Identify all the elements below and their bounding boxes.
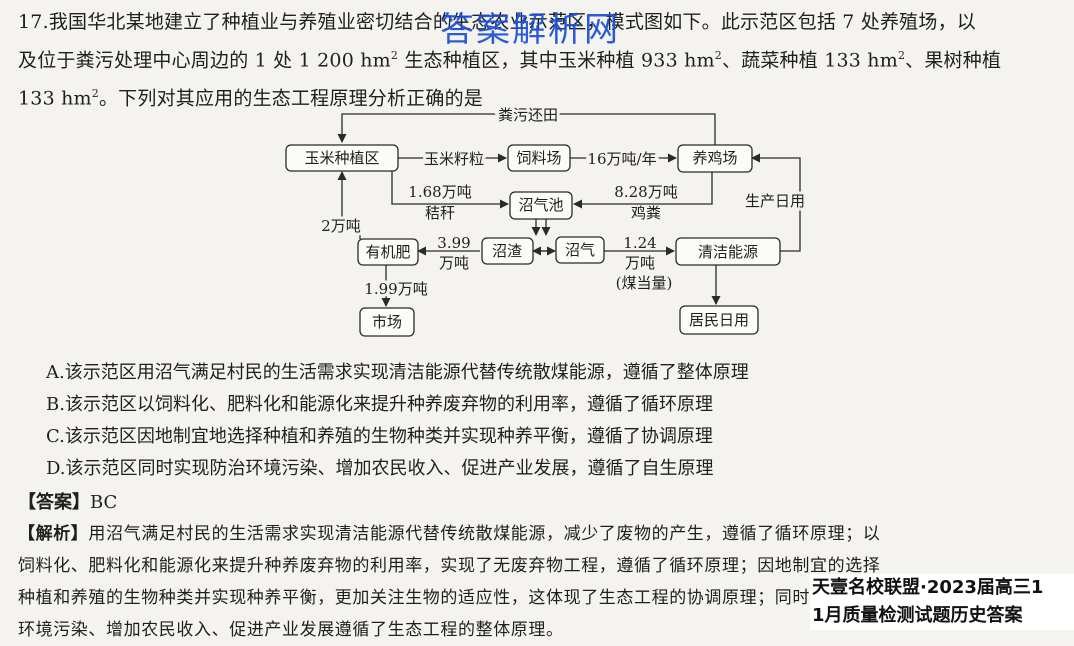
box-organic-fertilizer	[357, 238, 419, 266]
arrow-manure-return	[337, 113, 716, 145]
option-d: D.该示范区同时实现防治环境污染、增加农民收入、促进产业发展，遵循了自生原理	[46, 458, 714, 479]
flow-label-feed-amount: 16万吨/年	[587, 150, 656, 168]
stamp-line-2: 1月质量检测试题历史答案	[812, 605, 1023, 626]
label-chicken-farm: 养鸡场	[692, 149, 737, 167]
label-resident-use: 居民日用	[689, 311, 749, 329]
watermark-logo: 答案解析网	[440, 10, 620, 50]
explanation-line-4: 环境污染、增加农民收入、促进产业发展遵循了生态工程的整体原理。	[18, 620, 564, 640]
box-resident-use	[679, 305, 759, 335]
box-market	[359, 307, 415, 337]
flow-label-residue-unit: 万吨	[439, 254, 469, 272]
label-feed-farm: 饲料场	[516, 149, 561, 167]
explanation-line-3: 种植和养殖的生物种类并实现种养平衡，更加关注生物的适应性，这体现了生态工程的协调…	[18, 588, 881, 608]
box-biogas-residue	[481, 237, 534, 265]
option-c: C.该示范区因地制宜地选择种植和养殖的生物种类并实现种养平衡，遵循了协调原理	[46, 426, 713, 447]
box-biogas	[555, 236, 605, 264]
label-biogas-pool: 沼气池	[518, 196, 563, 214]
answer-value: BC	[90, 492, 118, 513]
arrow-clean-to-chicken	[751, 153, 801, 252]
flow-label-organic-return: 2万吨	[321, 217, 361, 235]
answer-line: 【答案】BC	[18, 488, 117, 514]
box-corn-area	[285, 144, 399, 172]
flow-label-market-amount: 1.99万吨	[364, 280, 427, 298]
box-chicken-farm	[677, 144, 753, 173]
flow-label-production-use: 生产日用	[745, 192, 805, 210]
flow-label-straw-amount: 1.68万吨	[408, 183, 471, 201]
flow-label-residue-amount: 3.99	[437, 234, 470, 252]
explanation-line-1: 【解析】用沼气满足村民的生活需求实现清洁能源代替传统散煤能源，减少了废物的产生，…	[18, 524, 881, 544]
question-line-3: 133 hm2。下列对其应用的生态工程原理分析正确的是	[18, 87, 483, 110]
flow-label-manure-amount: 8.28万吨	[614, 183, 677, 201]
answer-options: A.该示范区用沼气满足村民的生活需求实现清洁能源代替传统散煤能源，遵循了整体原理…	[46, 357, 749, 485]
flow-label-gas-unit: 万吨	[625, 254, 655, 272]
option-a: A.该示范区用沼气满足村民的生活需求实现清洁能源代替传统散煤能源，遵循了整体原理	[46, 362, 749, 383]
flow-label-straw: 秸秆	[425, 204, 455, 222]
box-feed-farm	[507, 144, 571, 172]
question-line-1: 17.我国华北某地建立了种植业与养殖业密切结合的生态农业示范区，模式图如下。此示…	[18, 11, 976, 33]
label-biogas: 沼气	[565, 241, 595, 259]
arrow-organic-to-corn	[337, 171, 361, 239]
label-organic-fertilizer: 有机肥	[365, 243, 410, 261]
label-clean-energy: 清洁能源	[698, 243, 758, 261]
explanation: 【解析】用沼气满足村民的生活需求实现清洁能源代替传统散煤能源，减少了废物的产生，…	[18, 518, 1068, 646]
flow-label-coal-equivalent: (煤当量)	[616, 274, 673, 292]
flow-label-manure-return: 粪污还田	[498, 106, 558, 124]
question-line-2: 及位于粪污处理中心周边的 1 处 1 200 hm2 生态种植区，其中玉米种植 …	[18, 49, 1002, 72]
box-clean-energy	[675, 237, 781, 266]
label-biogas-residue: 沼渣	[492, 242, 522, 260]
flow-label-gas-amount: 1.24	[623, 234, 656, 252]
source-stamp: 天壹名校联盟·2023届高三1 1月质量检测试题历史答案	[810, 574, 1074, 630]
flow-label-chicken-manure: 鸡粪	[631, 204, 661, 222]
arrow-manure-to-biogas	[573, 172, 713, 209]
option-b: B.该示范区以饲料化、肥料化和能源化来提升种养废弃物的利用率，遵循了循环原理	[46, 394, 713, 415]
question-text: 17.我国华北某地建立了种植业与养殖业密切结合的生态农业示范区，模式图如下。此示…	[18, 6, 1058, 116]
box-biogas-pool	[509, 191, 573, 220]
label-corn-area: 玉米种植区	[304, 149, 379, 167]
arrow-straw-to-biogas	[391, 170, 509, 209]
explanation-label: 【解析】	[18, 524, 89, 544]
answer-label: 【答案】	[18, 492, 90, 513]
stamp-line-1: 天壹名校联盟·2023届高三1	[812, 577, 1044, 598]
explanation-line-2: 饲料化、肥料化和能源化来提升种养废弃物的利用率，实现了无废弃物工程，遵循了循环原…	[18, 556, 881, 576]
label-market: 市场	[372, 313, 402, 331]
flow-label-corn-kernel: 玉米籽粒	[424, 150, 484, 168]
